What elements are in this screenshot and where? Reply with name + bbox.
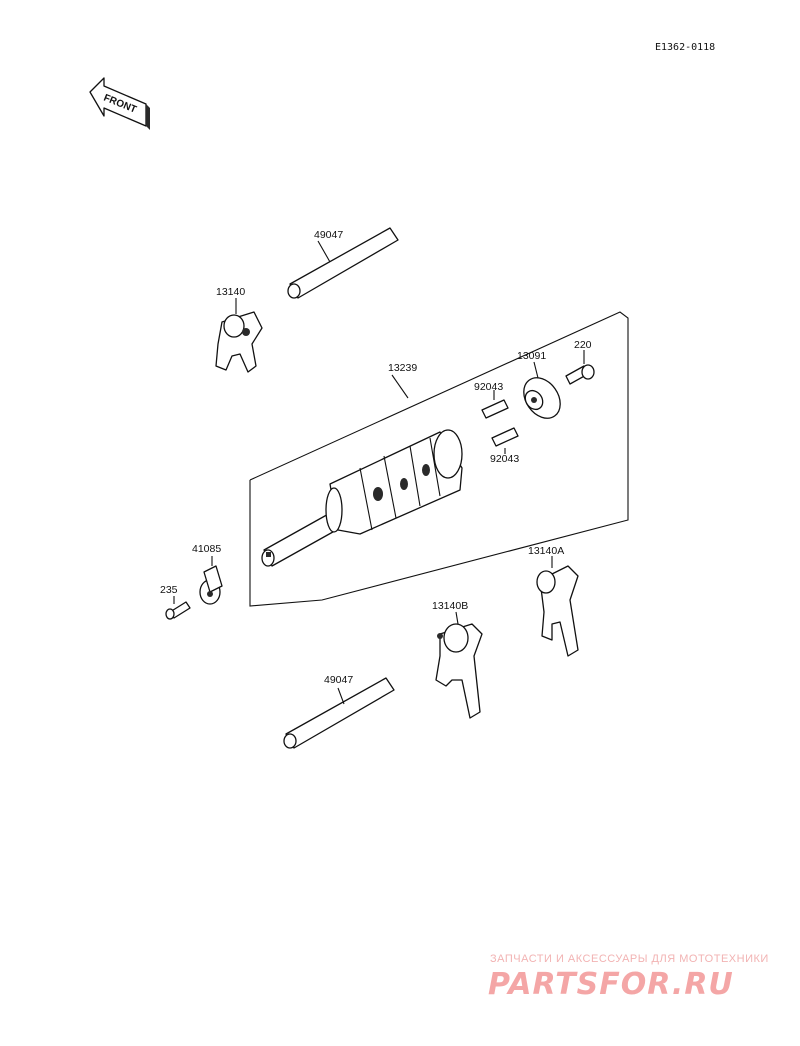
watermark-tagline: ЗАПЧАСТИ И АКСЕССУАРЫ ДЛЯ МОТОТЕХНИКИ — [490, 953, 769, 965]
label-13140b: 13140B — [432, 600, 468, 612]
shift-fork-a — [536, 556, 579, 657]
watermark-brand: PARTSFOR.RU — [488, 967, 734, 1002]
front-arrow-icon: FRONT — [89, 77, 150, 130]
shift-drum — [261, 374, 463, 567]
label-13239: 13239 — [388, 362, 417, 374]
label-220: 220 — [574, 339, 592, 351]
label-235: 235 — [160, 584, 178, 596]
label-92043-lower: 92043 — [490, 453, 519, 465]
pin-upper — [481, 390, 509, 419]
shift-rod-upper — [287, 227, 399, 299]
cam-holder-41085 — [199, 556, 223, 605]
plate-13091 — [523, 361, 561, 419]
bolt-220 — [565, 350, 595, 385]
label-13140: 13140 — [216, 286, 245, 298]
label-92043-upper: 92043 — [474, 381, 503, 393]
shift-rod-lower — [283, 677, 395, 749]
label-49047-lower: 49047 — [324, 674, 353, 686]
label-41085: 41085 — [192, 543, 221, 555]
diagram-code: E1362-0118 — [655, 42, 715, 53]
shift-fork-b — [435, 611, 483, 719]
label-49047-upper: 49047 — [314, 229, 343, 241]
label-13091: 13091 — [517, 350, 546, 362]
bolt-235 — [165, 596, 191, 620]
shift-fork-upper — [215, 298, 263, 373]
label-13140a: 13140A — [528, 545, 564, 557]
drum-assembly-outline — [249, 311, 629, 607]
pin-lower — [491, 427, 519, 454]
